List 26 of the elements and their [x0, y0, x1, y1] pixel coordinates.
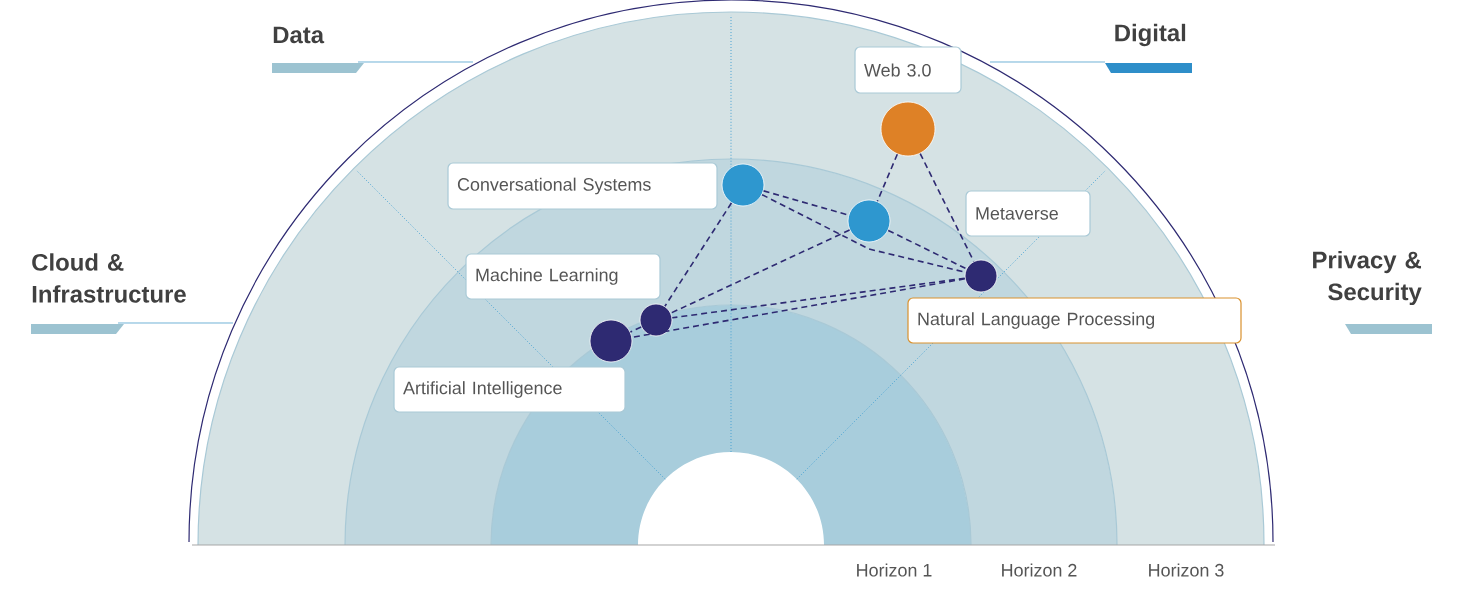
- label-box: Metaverse: [965, 190, 1091, 237]
- horizon-label: Horizon 3: [1149, 563, 1224, 577]
- horizon-label: Horizon 1: [857, 563, 932, 577]
- dashed-connector: [887, 229, 968, 270]
- label-box: Natural Language Processing: [907, 297, 1242, 344]
- dot: [964, 259, 998, 293]
- label-box: Conversational Systems: [447, 162, 718, 210]
- dashed-connector: [629, 326, 642, 333]
- dashed-connector: [876, 153, 899, 203]
- dot: [589, 319, 633, 363]
- dot: [721, 163, 765, 207]
- category-heading: Digital: [1115, 23, 1186, 47]
- dot: [847, 199, 891, 243]
- category-heading: Privacy & Security: [1313, 250, 1422, 306]
- dot: [639, 303, 673, 337]
- label-box: Artificial Intelligence: [393, 366, 626, 413]
- dot: [880, 101, 936, 157]
- dashed-connector: [664, 202, 733, 307]
- dashed-connector: [631, 278, 966, 339]
- label-box: Web 3.0: [854, 46, 962, 94]
- category-heading: Data: [273, 26, 325, 44]
- horizon-label: Horizon 2: [1002, 563, 1077, 577]
- label-box: Machine Learning: [465, 253, 661, 300]
- dashed-connector: [670, 229, 851, 314]
- category-heading: Cloud & Infrastructure: [32, 253, 186, 303]
- dashed-connector: [671, 277, 966, 319]
